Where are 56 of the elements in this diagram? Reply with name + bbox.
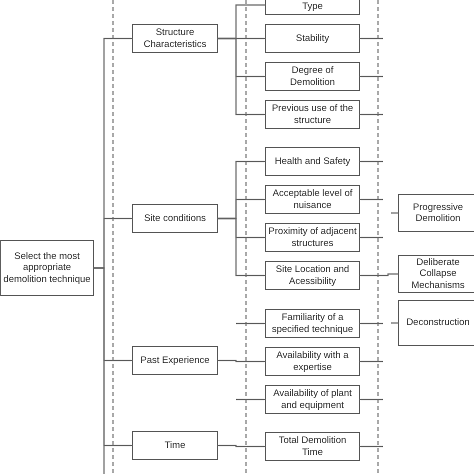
process-box <box>398 194 474 232</box>
process-box <box>265 347 360 376</box>
box-text: Type <box>302 0 323 12</box>
box-text: Site conditions <box>144 212 206 224</box>
connector-line <box>360 236 383 238</box>
connector-line <box>360 446 383 448</box>
box-text: Availability of plant and equipment <box>272 388 353 411</box>
box-text: Time <box>164 440 186 452</box>
connector-line <box>360 38 383 40</box>
connector-line <box>360 398 383 400</box>
box-text: Total Demolition Time <box>278 435 348 458</box>
connector-line <box>360 322 383 324</box>
process-box <box>265 100 360 129</box>
process-box <box>0 240 94 296</box>
box-text: Acceptable level of nuisance <box>272 188 354 211</box>
process-box <box>132 204 218 233</box>
process-box <box>265 185 360 214</box>
box-text: Progressive Demolition <box>412 202 464 224</box>
connector-line <box>360 114 383 116</box>
connector-line <box>94 267 105 474</box>
box-text: Familiarity of a specified technique <box>270 312 354 335</box>
process-box <box>265 309 360 338</box>
process-box <box>132 24 218 53</box>
process-box <box>265 432 360 461</box>
connector-line <box>218 218 265 276</box>
box-text: Degree of Demolition <box>289 65 336 88</box>
box-text: Availability with a expertise <box>275 350 350 373</box>
process-box <box>398 300 474 346</box>
connector-line <box>236 398 265 400</box>
process-box <box>265 24 360 53</box>
connector-line <box>218 360 265 362</box>
process-box <box>132 346 218 375</box>
connector-line <box>218 444 265 448</box>
box-text: Deconstruction <box>406 317 470 329</box>
box-text: Health and Safety <box>274 156 350 168</box>
box-text: Deliberate Collapse Mechanisms <box>410 256 466 292</box>
process-box <box>265 147 360 176</box>
box-text: Select the most appropriate demolition technique <box>3 250 91 286</box>
connector-line <box>360 76 383 78</box>
connector-line <box>360 198 383 200</box>
process-box <box>132 431 218 460</box>
box-text: Structure Characteristics <box>142 27 208 50</box>
box-text: Previous use of the structure <box>270 103 354 126</box>
process-box <box>398 255 474 293</box>
box-text: Site Location and Acessibility <box>274 264 350 287</box>
process-box <box>265 261 360 290</box>
process-box <box>265 62 360 91</box>
process-box <box>265 385 360 414</box>
connector-line <box>218 38 265 116</box>
connector-line <box>360 273 398 276</box>
box-text: Proximity of adjacent structures <box>268 226 357 249</box>
connector-line <box>360 360 383 362</box>
box-text: Past Experience <box>140 354 210 366</box>
box-text: Stability <box>296 32 330 44</box>
connector-line <box>236 322 265 324</box>
connector-line <box>360 160 383 162</box>
